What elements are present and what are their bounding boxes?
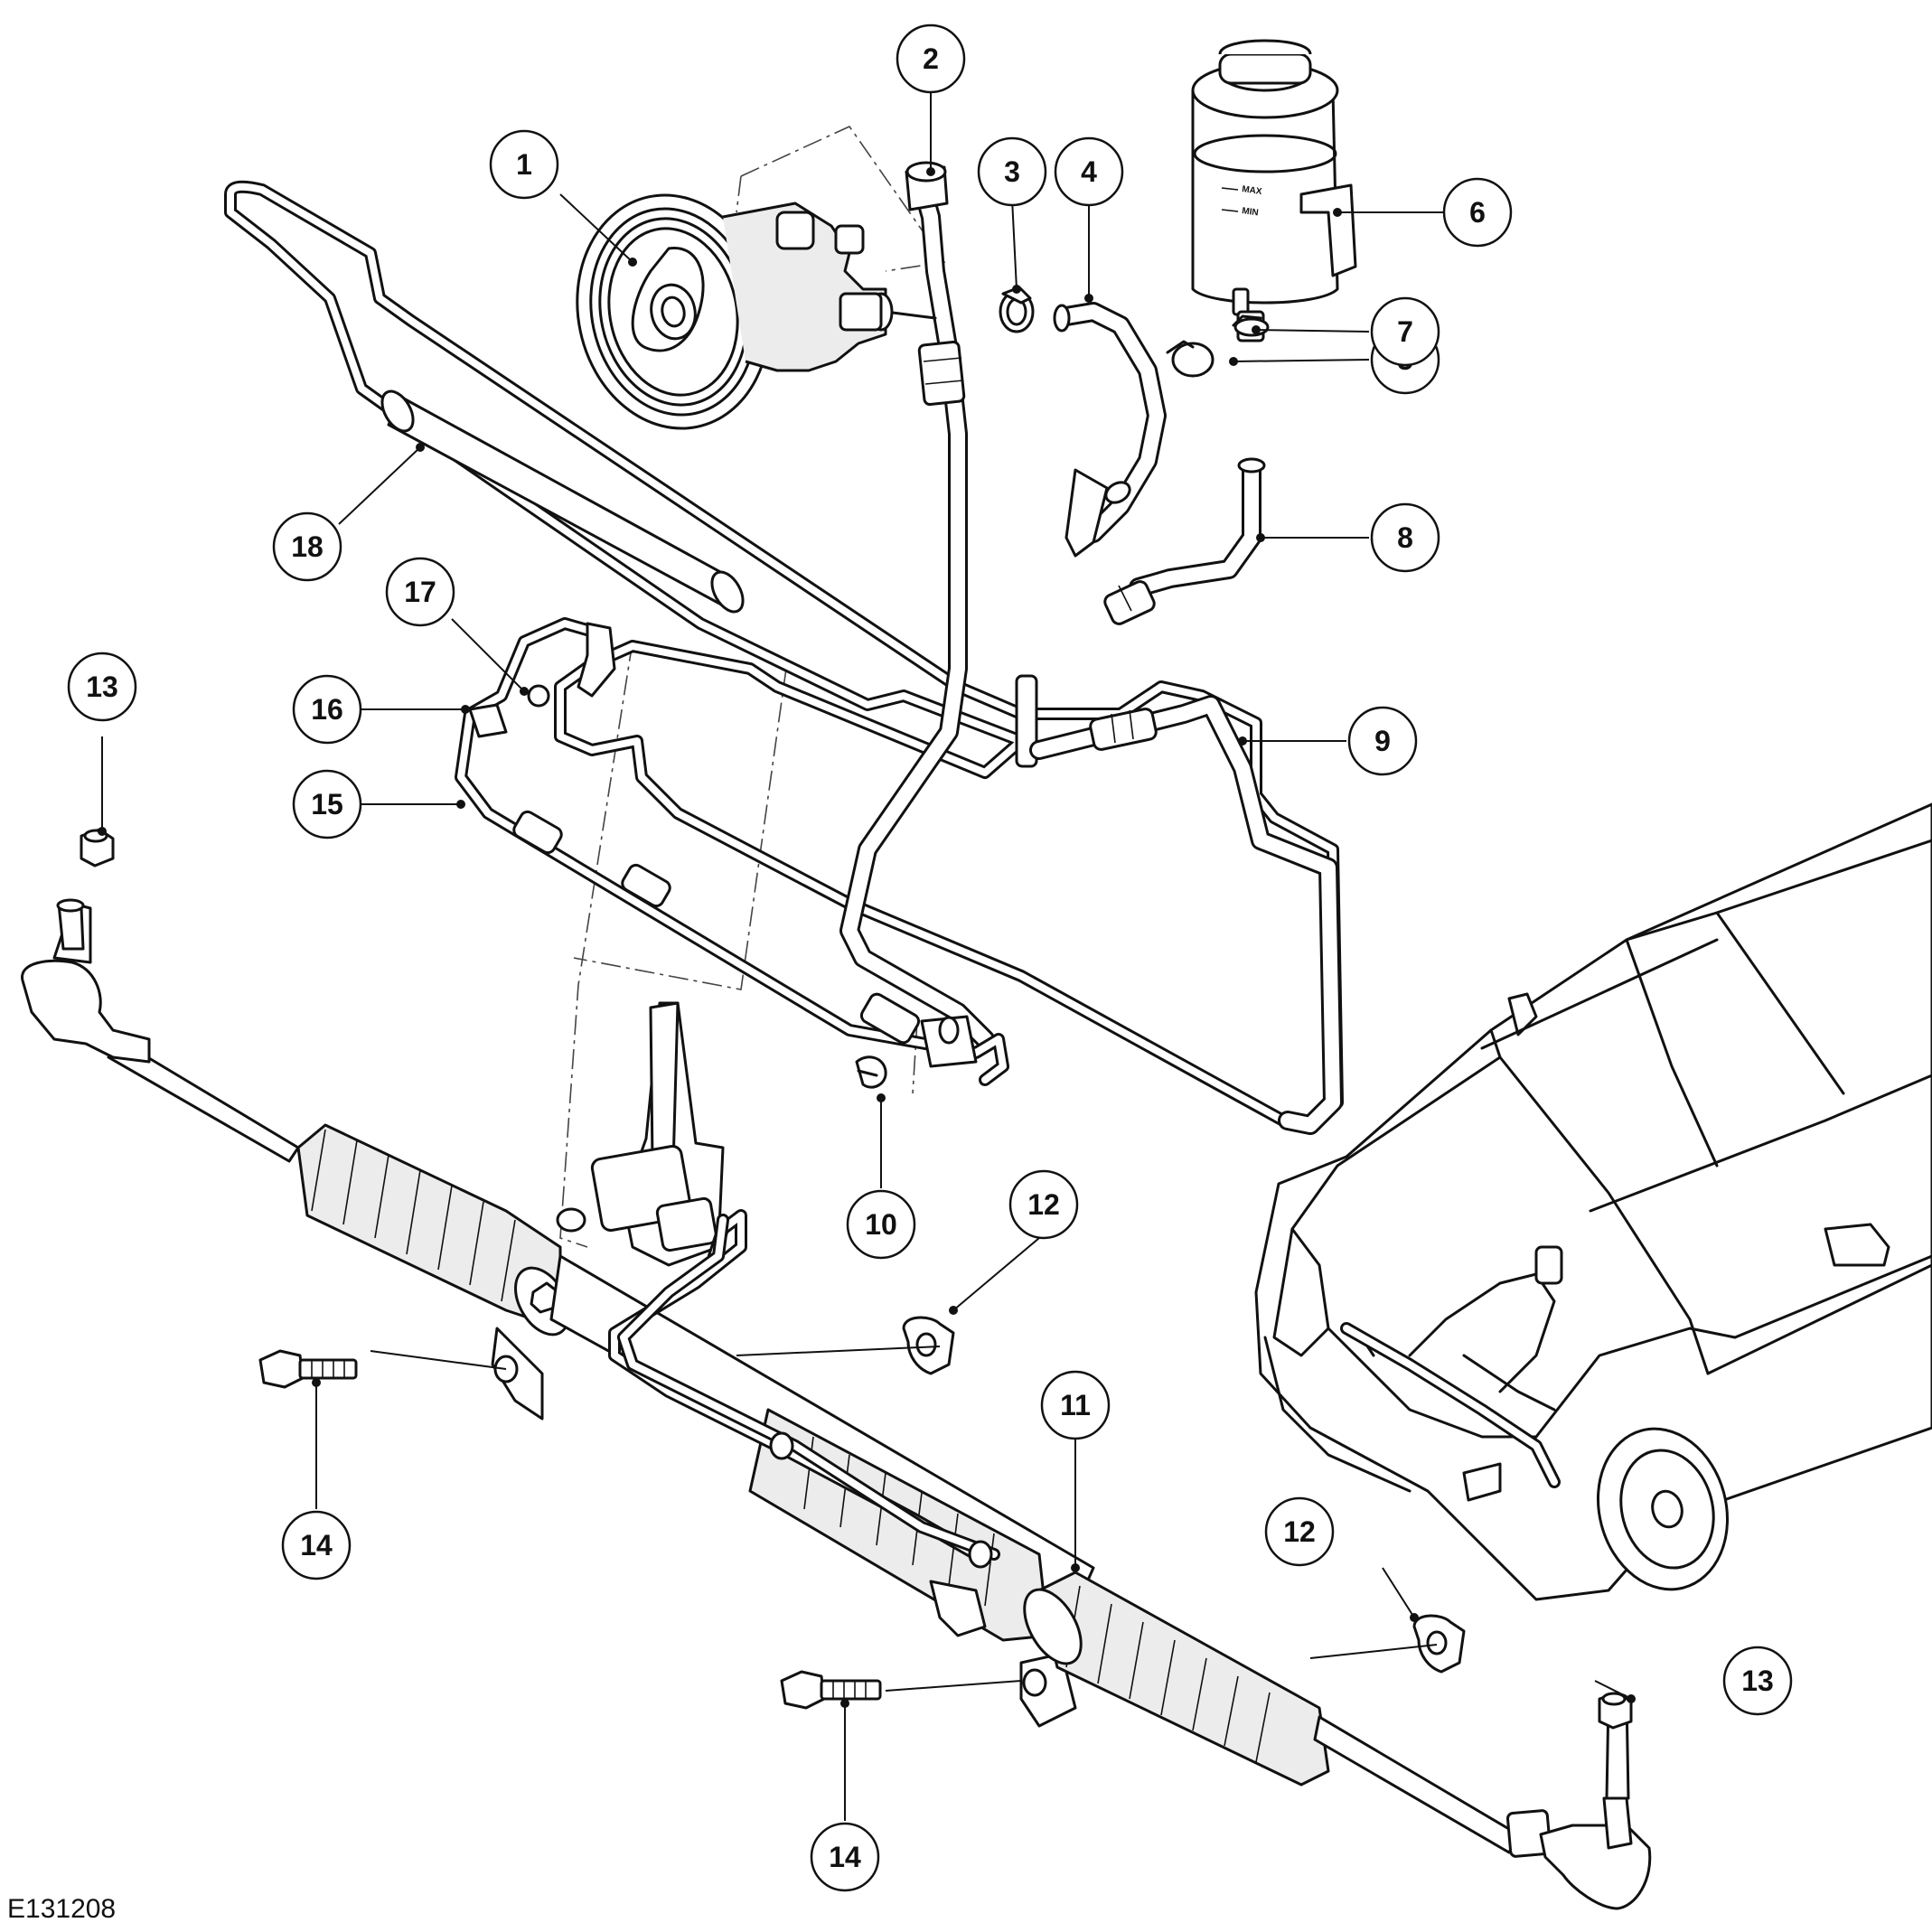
callout-16: 16: [292, 674, 362, 745]
callout-2: 2: [896, 23, 966, 94]
callout-1: 1: [489, 129, 559, 200]
svg-text:14: 14: [829, 1841, 861, 1873]
callout-12-lower: 12: [1264, 1496, 1335, 1567]
svg-text:4: 4: [1081, 155, 1097, 188]
fluid-reservoir: MAX MIN: [1191, 39, 1357, 342]
nut-13-right: [1598, 1691, 1633, 1730]
callout-4: 4: [1054, 136, 1124, 207]
svg-text:13: 13: [1741, 1665, 1774, 1697]
svg-text:9: 9: [1374, 725, 1391, 757]
svg-text:7: 7: [1397, 315, 1413, 348]
nut-13-left: [80, 828, 115, 868]
svg-text:6: 6: [1469, 196, 1486, 229]
callout-6: 6: [1442, 177, 1513, 248]
callout-10: 10: [846, 1189, 916, 1260]
callout-12-upper: 12: [1008, 1169, 1079, 1240]
cooler-sleeve: [380, 389, 745, 614]
svg-text:16: 16: [311, 693, 343, 726]
tie-rod-end-right: [1539, 1693, 1652, 1910]
hose-clip-5: [1166, 340, 1215, 378]
callout-8: 8: [1370, 502, 1440, 573]
callout-14-upper: 14: [281, 1510, 352, 1580]
callout-13-right: 13: [1722, 1646, 1793, 1716]
callout-13-left: 13: [67, 652, 137, 722]
reservoir-min-mark: MIN: [1242, 206, 1260, 218]
locator-steering-highlight: [1340, 1245, 1563, 1488]
svg-text:11: 11: [1060, 1389, 1091, 1421]
bolt-14-upper: [258, 1349, 358, 1389]
return-hose-8: [1103, 457, 1266, 625]
callout-15: 15: [292, 769, 362, 839]
supply-hose-4: [1053, 302, 1167, 558]
callout-9: 9: [1347, 706, 1418, 776]
hose-9: [1029, 695, 1343, 1135]
svg-text:1: 1: [516, 148, 532, 181]
bolt-14-lower: [780, 1670, 882, 1710]
hose-9-ferrule: [1089, 708, 1158, 751]
pressure-hose-2: [839, 161, 995, 1049]
hose-clip-3: [999, 286, 1035, 333]
callout-11: 11: [1040, 1370, 1111, 1440]
power-steering-pump: [576, 193, 894, 430]
svg-text:12: 12: [1027, 1188, 1060, 1221]
assembly-guide-lines: [559, 125, 946, 1248]
callout-7: 7: [1370, 296, 1440, 367]
pipe-15-16-17: [455, 617, 1009, 1086]
svg-text:12: 12: [1283, 1515, 1316, 1548]
clip-12-lower: [1412, 1614, 1466, 1674]
callout-14-lower: 14: [810, 1822, 880, 1892]
reservoir-max-mark: MAX: [1242, 184, 1263, 197]
svg-text:13: 13: [86, 671, 118, 703]
svg-text:14: 14: [300, 1529, 333, 1562]
figure-reference: E131208: [7, 1894, 116, 1924]
svg-text:3: 3: [1004, 155, 1020, 188]
svg-text:18: 18: [291, 530, 324, 563]
leader-dots: [98, 167, 1636, 1708]
clip-12-upper: [902, 1316, 955, 1375]
svg-text:8: 8: [1397, 521, 1413, 554]
callout-3: 3: [977, 136, 1047, 207]
steering-rack: [107, 1001, 1552, 1858]
vehicle-locator-illustration: [1254, 802, 1932, 1601]
leader-lines: [101, 90, 1632, 1821]
callout-18: 18: [272, 511, 342, 582]
svg-text:15: 15: [311, 788, 343, 821]
svg-text:10: 10: [865, 1208, 897, 1241]
clip-10: [855, 1055, 887, 1089]
tie-rod-end-left: [21, 898, 151, 1064]
svg-text:17: 17: [404, 576, 436, 608]
svg-text:2: 2: [923, 42, 939, 75]
callout-17: 17: [385, 557, 455, 627]
